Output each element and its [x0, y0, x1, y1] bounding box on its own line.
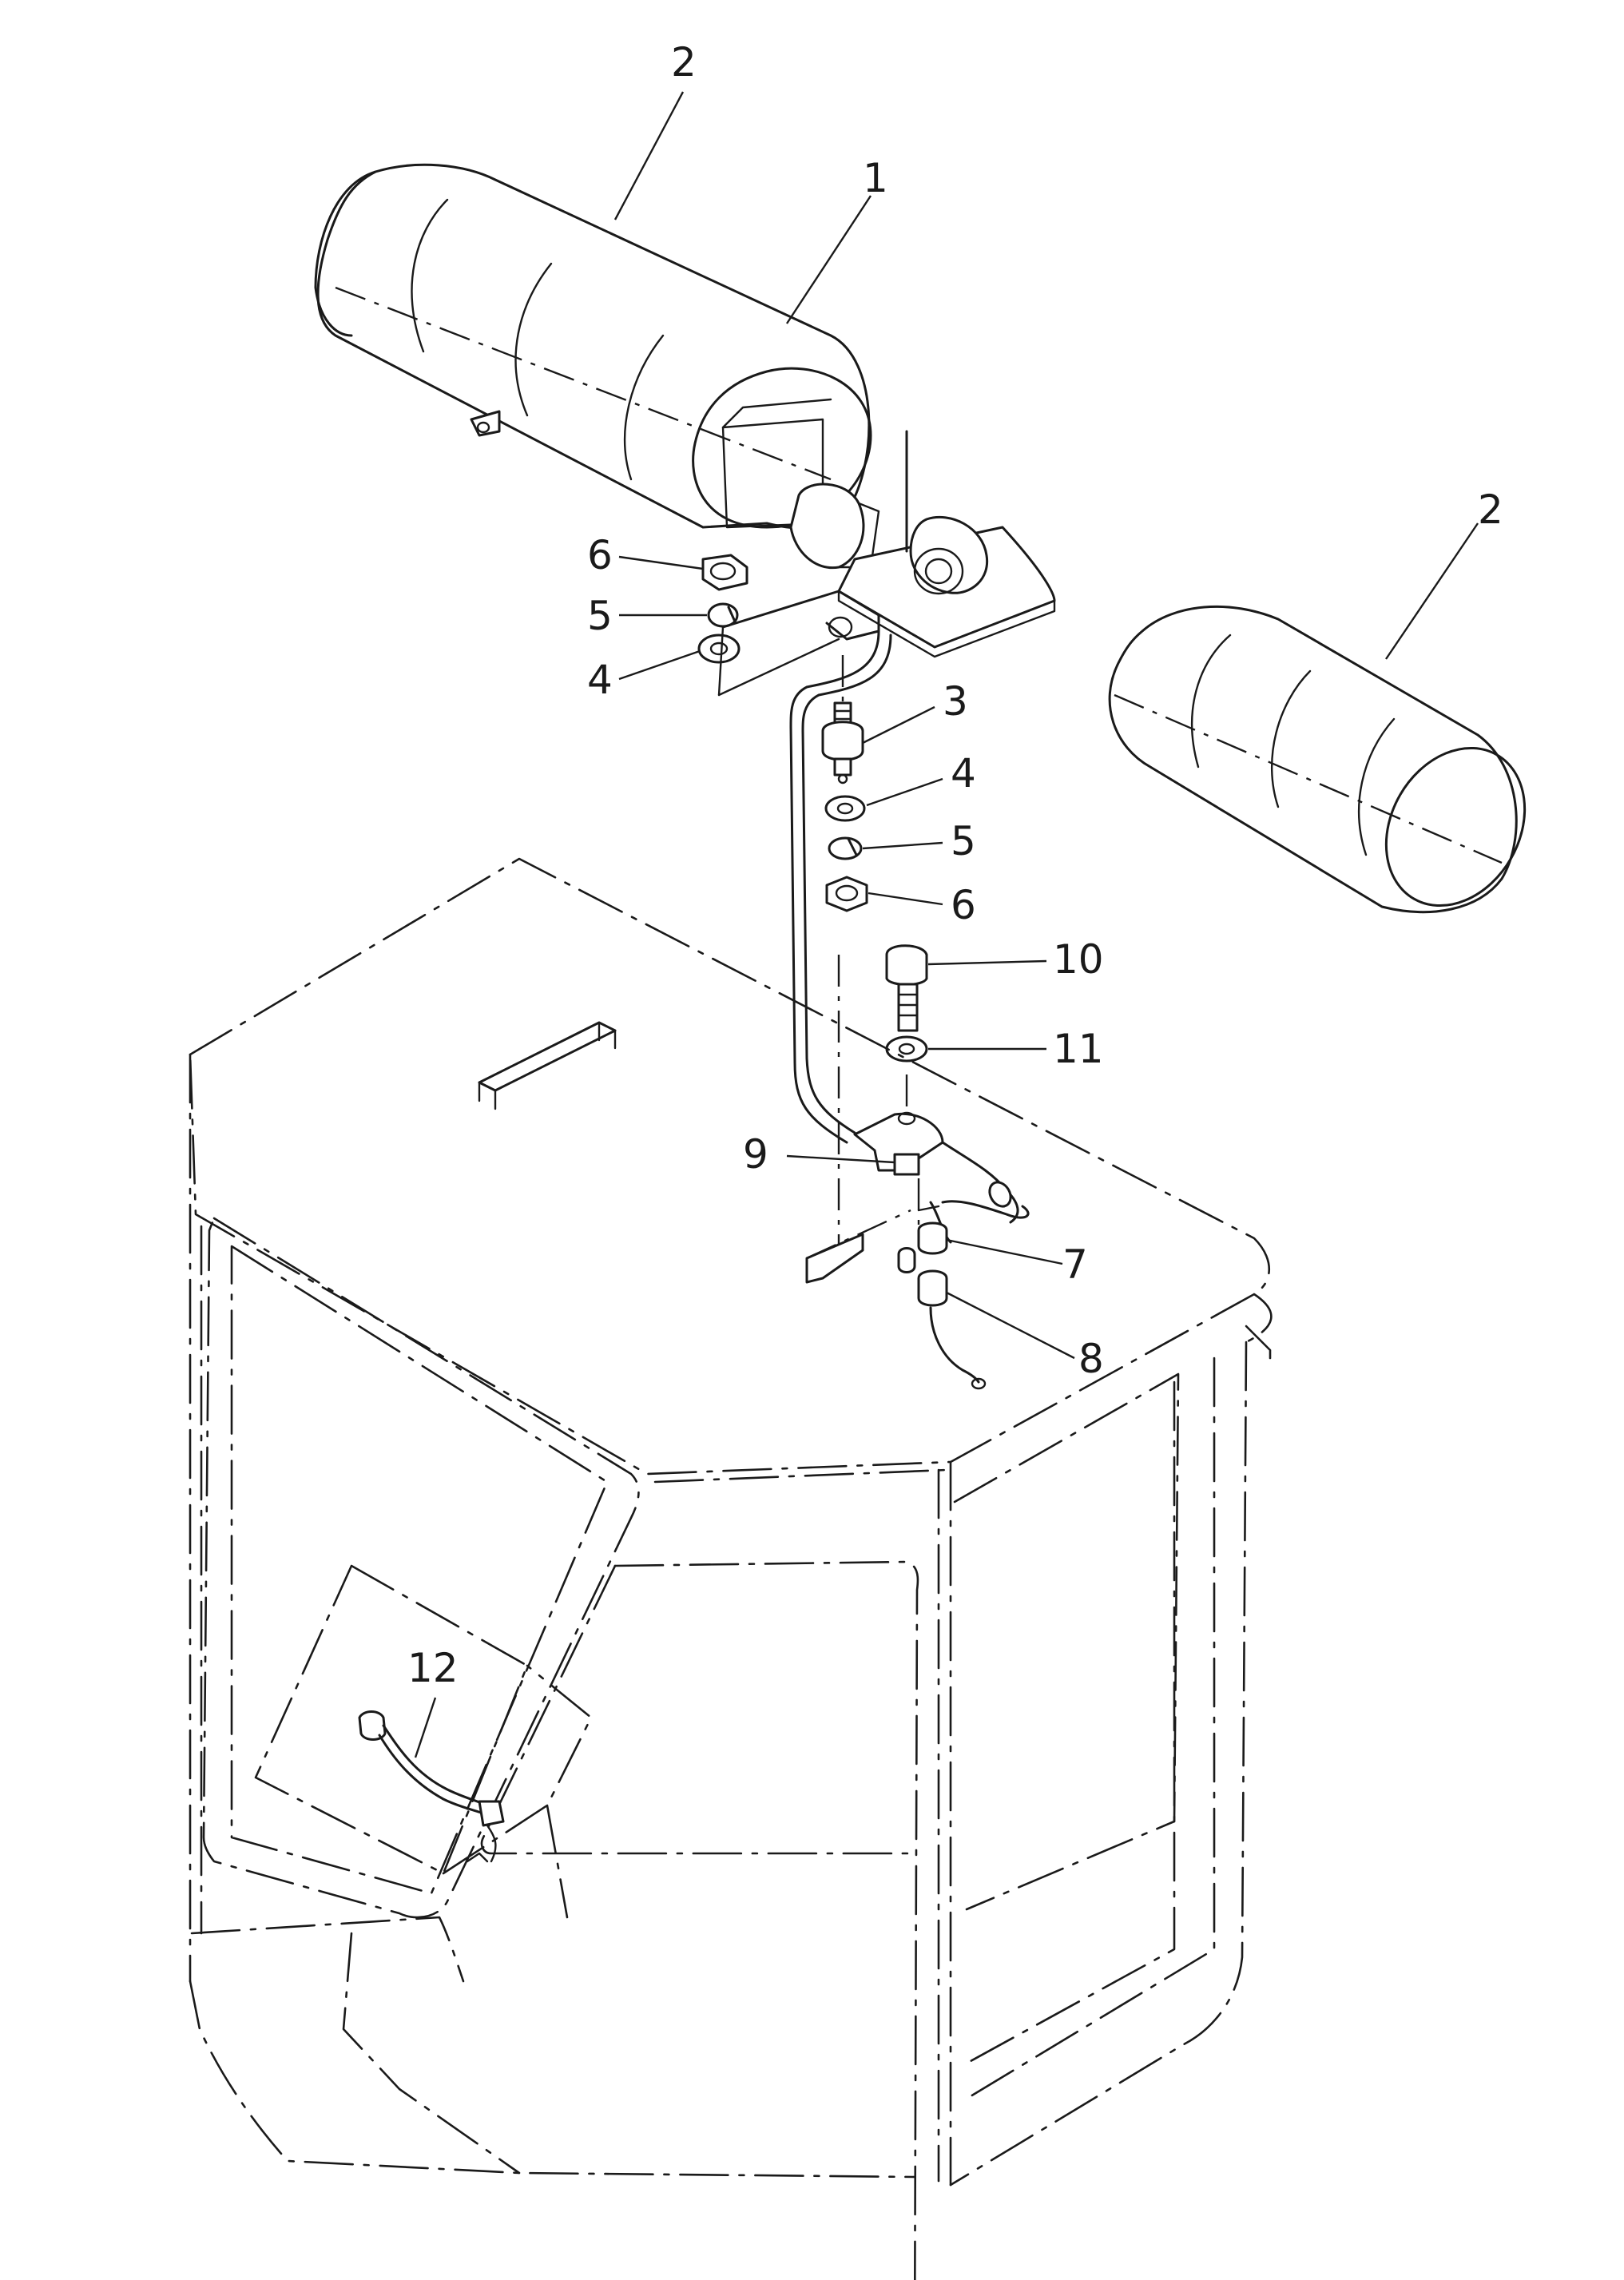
callout-12: 12	[407, 1645, 459, 1691]
callout-6-left: 6	[587, 532, 613, 578]
callout-4-center: 4	[951, 750, 976, 796]
callout-3: 3	[943, 678, 968, 725]
callout-10: 10	[1053, 936, 1104, 983]
callout-labels: 1 2 2 3 4 4 5 5 6 6 7 8 9 10 11 12	[407, 39, 1503, 1691]
interior-panel	[254, 1564, 593, 1919]
callout-2-top: 2	[671, 39, 697, 85]
spare-lens-cover	[1108, 605, 1527, 914]
warning-lamp-assembly	[314, 163, 1056, 697]
callout-2-right: 2	[1478, 487, 1503, 533]
callout-7: 7	[1062, 1241, 1088, 1288]
hardware-left	[697, 554, 748, 664]
callout-4-left: 4	[587, 657, 613, 703]
cab-outline	[189, 857, 1273, 2280]
callout-9: 9	[743, 1131, 768, 1178]
callout-8: 8	[1078, 1336, 1104, 1382]
callout-1: 1	[863, 155, 888, 201]
clamp-hardware	[853, 944, 1030, 1390]
center-hardware	[789, 630, 892, 1246]
callout-5-left: 5	[587, 593, 613, 639]
callout-11: 11	[1053, 1026, 1104, 1072]
leader-lines	[414, 91, 1479, 1758]
callout-6-center: 6	[951, 882, 976, 928]
callout-5-center: 5	[951, 818, 976, 864]
